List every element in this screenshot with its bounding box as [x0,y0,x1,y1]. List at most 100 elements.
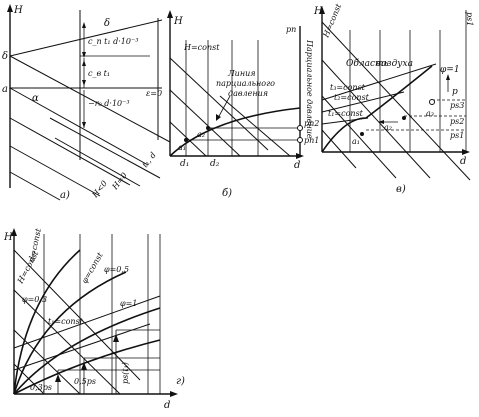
panel-b-a2-point [206,126,210,130]
panel-d-ps-label: ps(t₁) [121,362,130,384]
panel-d-p05-label: 0,5ps [74,377,96,386]
panel-d-p03-label: 0,3ps [30,383,52,392]
panel-d-h-label: H [3,232,13,243]
panel-d-t1const-label: t₁=const [48,317,84,326]
panel-a-diagonal [9,55,171,143]
panel-c-region-1: Область [346,58,389,69]
panel-c-a2-label: а₂ [384,123,392,132]
panel-c-hconst-label: H=const [321,2,343,40]
panel-c-hconst-line [321,95,397,179]
panel-a: H δ a α δ c_п t₁ d·10⁻³ c_в t₁ −r₀ d·10⁻… [2,4,171,201]
arrow-icon [82,122,86,128]
panel-b-a1-label: а₁ [178,143,186,152]
panel-a-diagonal [9,145,101,197]
panel-b-hconst-line [169,121,207,157]
panel-a-rising-line [9,19,163,57]
arrow-icon [81,362,87,370]
panel-c-d-label: d [460,156,466,167]
panel-a-hneg-label: H<0 [90,179,109,200]
panel-c-ps2-label: ps2 [450,117,464,126]
panel-c-t1-label: t₁=const [328,109,364,118]
panel-c-hconst-line [321,129,357,169]
panel-b-a1-point [184,138,188,142]
panel-d-caption: г) [176,376,185,387]
arrow-icon [55,374,61,382]
panel-c-hconst-line [321,59,431,179]
arrow-icon [216,114,221,121]
arrow-icon [82,80,86,86]
panel-a-term2: c_в t₁ [88,69,110,78]
panel-c-top-label: ps1 [465,12,474,26]
panel-a-t1d-label: t₁, d [140,151,157,170]
panel-b: H H=const Линия парциального давления Па… [167,10,319,199]
panel-c-phi1-curve [321,65,433,153]
arrow-icon [113,334,119,342]
panel-a-diagonal [9,171,61,201]
panel-d-phi1-curve [13,307,161,395]
panel-b-h-label: H [173,16,183,27]
panel-d-phi03-curve [13,249,81,395]
panel-c-h-arrow-icon [319,6,325,14]
panel-c-a3-label: а₃ [426,109,434,118]
panel-a-h-label: H [13,5,23,16]
panel-b-a2-label: а₂ [197,130,205,139]
panel-b-p-top: pп [286,25,296,34]
panel-a-alpha-label: α [32,93,39,104]
panel-a-hneg-line [54,137,141,187]
panel-a-h0-label: H=0 [110,171,129,192]
panel-c-a1-label: а₁ [352,137,360,146]
panel-d-phi03-label: φ=0,3 [22,295,47,304]
panel-c-ps1-label: ps1 [450,131,464,140]
panel-c-t2-line [321,91,405,113]
panel-c: H H=const Область воздуха φ=1 t₃=const t… [313,2,474,195]
panel-c-a3-point [429,99,435,105]
panel-c-ps3-label: ps3 [450,101,464,110]
panel-d-phi05-label: φ=0,5 [104,265,129,274]
panel-a-diagonal [9,117,131,186]
panel-b-pressure-curve [169,107,301,157]
arrow-icon [82,60,86,66]
panel-c-p-label: p [452,87,458,97]
panel-a-diagonal [9,87,149,166]
panel-c-t2-label: t₂=const [334,93,370,102]
panel-c-a2-point [402,116,406,120]
panel-d-phi1-label: φ=1 [120,299,137,308]
panel-b-pp1-point [297,137,303,143]
panel-c-hconst-line [321,21,471,181]
panel-b-pn1-label: pп1 [304,136,319,145]
panel-a-eps-label: ε=0 [146,89,162,98]
panel-b-pressure-axis-label: Парциальное давление [305,39,314,139]
panel-b-pp2-point [297,125,303,131]
panel-c-t3-line [321,63,437,101]
panel-a-h-arrow-icon [7,4,13,12]
panel-c-t3-label: t₃=const [330,83,366,92]
arrow-icon [82,52,86,58]
panel-c-h-label: H [313,6,323,17]
panel-d-isotherm [13,323,151,371]
panel-b-line-label-2: парциального [216,79,275,88]
panel-d-phiconst-label: φ=const [80,250,105,285]
arrow-icon [446,74,450,80]
panel-c-region-2: воздуха [376,59,413,69]
arrow-icon [82,22,86,28]
panel-b-label-arrow [217,95,231,119]
panel-c-a1-point [360,132,364,136]
panel-d: H d=const H=const φ=const φ=0,3 φ=0,5 φ=… [3,227,185,411]
panel-d-h-arrow-icon [11,228,17,236]
arrow-icon [378,120,384,124]
panel-d-hconst-line [13,289,121,395]
panel-b-d1-label: d₁ [180,159,189,169]
panel-c-caption: в) [396,184,406,195]
panel-b-h-arrow-icon [167,10,173,18]
panel-a-caption: а) [60,190,70,201]
panel-b-d-label: d [294,160,300,171]
panel-b-pn2-label: pп2 [304,119,319,128]
panel-b-hconst-line [169,89,241,157]
panel-d-d-label: d [164,400,170,411]
panel-c-phi1-label: φ=1 [440,65,460,75]
panel-d-d-arrow-icon [170,391,178,397]
panel-b-caption: б) [222,188,232,199]
panel-a-term1: c_п t₁ d·10⁻³ [88,37,138,46]
panel-b-line-label-3: давления [228,89,268,98]
